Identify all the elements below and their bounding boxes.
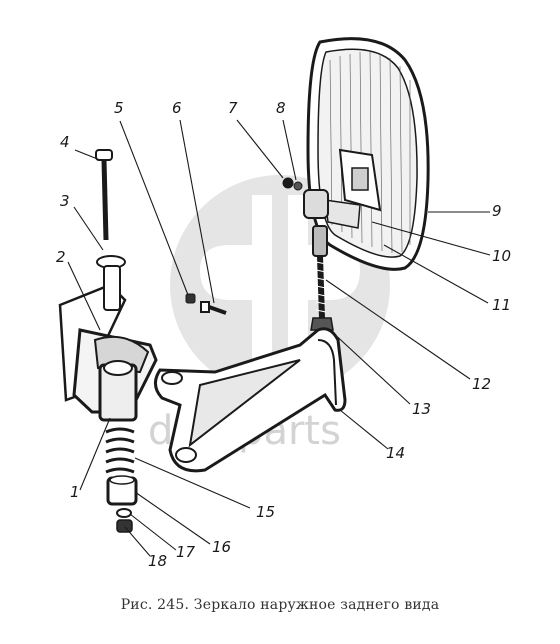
callout-7: 7: [228, 99, 238, 117]
callout-9: 9: [492, 202, 502, 220]
callout-2: 2: [56, 248, 66, 266]
mirror-swivel: [282, 177, 329, 219]
screw-small: [185, 293, 196, 304]
callout-12: 12: [472, 375, 491, 393]
figure-caption: Рис. 245. Зеркало наружное заднего вида: [120, 597, 440, 613]
nut: [116, 519, 133, 533]
callout-3: 3: [60, 192, 70, 210]
stud-rod: [310, 225, 334, 331]
callout-11: 11: [492, 296, 511, 314]
callout-18: 18: [148, 552, 167, 570]
callout-10: 10: [492, 247, 511, 265]
bushing: [106, 475, 138, 506]
callout-13: 13: [412, 400, 431, 418]
sleeve: [96, 255, 126, 311]
callout-1: 1: [70, 483, 80, 501]
mirror-housing: [306, 37, 430, 271]
washer: [116, 508, 132, 518]
mirror-arm: [154, 327, 347, 473]
callout-15: 15: [256, 503, 275, 521]
base-bracket: [58, 283, 158, 422]
bolt: [95, 149, 113, 241]
leader-lines: [67, 119, 491, 557]
callout-5: 5: [114, 99, 124, 117]
callout-14: 14: [386, 444, 405, 462]
callout-17: 17: [176, 543, 196, 561]
screw-long: [200, 301, 227, 315]
callout-labels: 4 3 2 5 6 7 8 9 10 11 12 13 14 15 16 17 …: [56, 99, 511, 570]
callout-6: 6: [172, 99, 182, 117]
spring: [105, 427, 135, 474]
callout-4: 4: [60, 133, 70, 151]
callout-8: 8: [276, 99, 286, 117]
callout-16: 16: [212, 538, 231, 556]
